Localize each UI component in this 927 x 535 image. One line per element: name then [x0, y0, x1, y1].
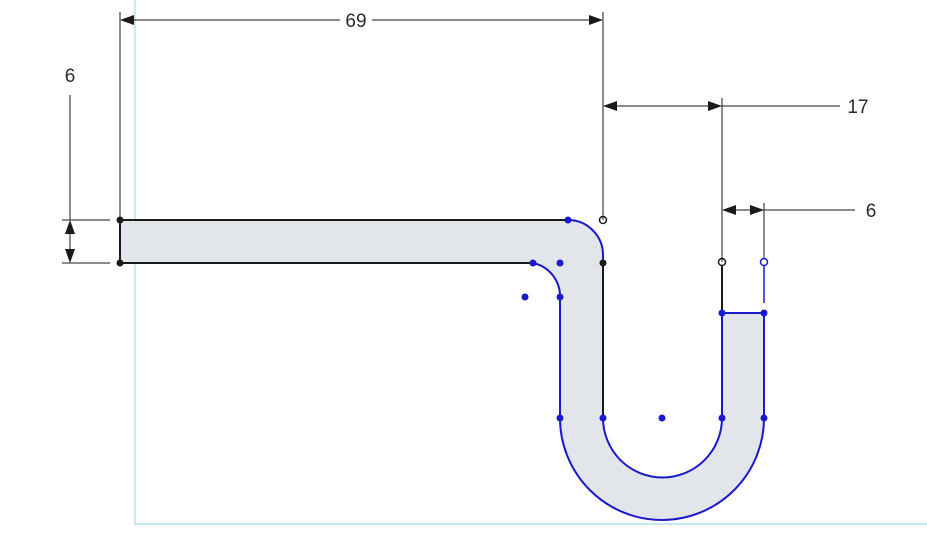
point-outer-u-end[interactable]: [760, 414, 768, 422]
point-fillet-center[interactable]: [556, 259, 564, 267]
point-outer-bottom[interactable]: [599, 259, 607, 267]
inner-u-arc[interactable]: [602, 417, 723, 479]
dim-17-label[interactable]: 17: [847, 97, 868, 118]
outer-fillet-arc[interactable]: [567, 219, 604, 263]
point-inner-fillet-center[interactable]: [521, 293, 529, 301]
inner-fillet-arc[interactable]: [532, 262, 562, 298]
point-inner-u-end[interactable]: [718, 414, 726, 422]
point-inner-fillet-start[interactable]: [529, 259, 537, 267]
dim-6-right-label[interactable]: 6: [866, 201, 877, 222]
sketch-plane-outline: [134, 0, 927, 525]
dimension-17[interactable]: 17: [603, 97, 869, 262]
point-inner-u-start[interactable]: [599, 414, 607, 422]
sketch-region-j-trap[interactable]: [533, 263, 764, 520]
point-fillet-start[interactable]: [564, 216, 572, 224]
dimension-6-left[interactable]: 6: [62, 66, 110, 264]
point-cap-left[interactable]: [718, 309, 726, 317]
point-right-blue-hollow[interactable]: [759, 257, 769, 267]
dim-6-left-label[interactable]: 6: [65, 66, 76, 87]
outer-u-arc[interactable]: [559, 417, 765, 521]
point-cap-right[interactable]: [760, 309, 768, 317]
point-inner-fillet-end[interactable]: [556, 293, 564, 301]
point-left-u-start[interactable]: [556, 414, 564, 422]
point-u-center[interactable]: [658, 414, 666, 422]
sketch-region-horizontal[interactable]: [120, 220, 603, 263]
sketch-points[interactable]: [116, 215, 769, 422]
point-bottom-left[interactable]: [116, 259, 124, 267]
dimension-6-right[interactable]: 6: [722, 201, 877, 258]
dimension-69[interactable]: 69: [119, 11, 604, 220]
dim-69-label[interactable]: 69: [345, 11, 366, 32]
